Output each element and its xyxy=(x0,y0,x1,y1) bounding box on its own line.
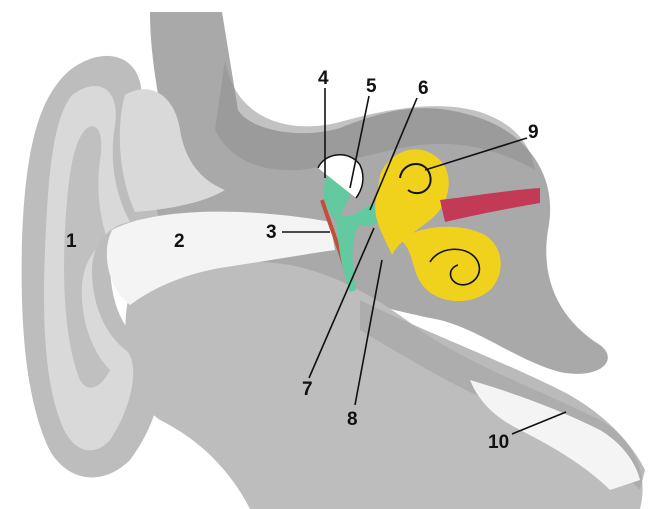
canal-cartilage-upper xyxy=(119,89,225,212)
label-10: 10 xyxy=(488,432,509,453)
pinna-antihelix xyxy=(64,126,110,388)
leader-8 xyxy=(354,259,383,406)
canal-floor-tissue xyxy=(125,261,643,509)
cochlea-spiral xyxy=(429,248,481,286)
label-9: 9 xyxy=(528,122,539,143)
bone-speckle-region xyxy=(215,60,535,171)
label-2: 2 xyxy=(174,231,185,252)
label-3: 3 xyxy=(266,222,277,243)
ossicles xyxy=(323,171,381,292)
label-8: 8 xyxy=(347,409,358,430)
eustachian-tube xyxy=(470,380,640,490)
label-6: 6 xyxy=(418,78,429,99)
leader-6 xyxy=(369,97,418,211)
semicircular-canal xyxy=(399,163,432,195)
tympanic-cavity xyxy=(317,154,364,199)
leader-7 xyxy=(308,227,375,379)
leader-5 xyxy=(349,95,370,189)
pinna-helix-inner xyxy=(43,86,134,451)
label-1: 1 xyxy=(66,231,77,252)
leader-9 xyxy=(424,137,528,171)
leader-10 xyxy=(511,411,567,435)
ear-canal xyxy=(106,211,335,305)
label-4: 4 xyxy=(318,68,329,89)
label-5: 5 xyxy=(366,76,377,97)
auditory-nerve xyxy=(440,188,540,222)
cochlea xyxy=(400,226,501,302)
label-7: 7 xyxy=(302,379,313,400)
